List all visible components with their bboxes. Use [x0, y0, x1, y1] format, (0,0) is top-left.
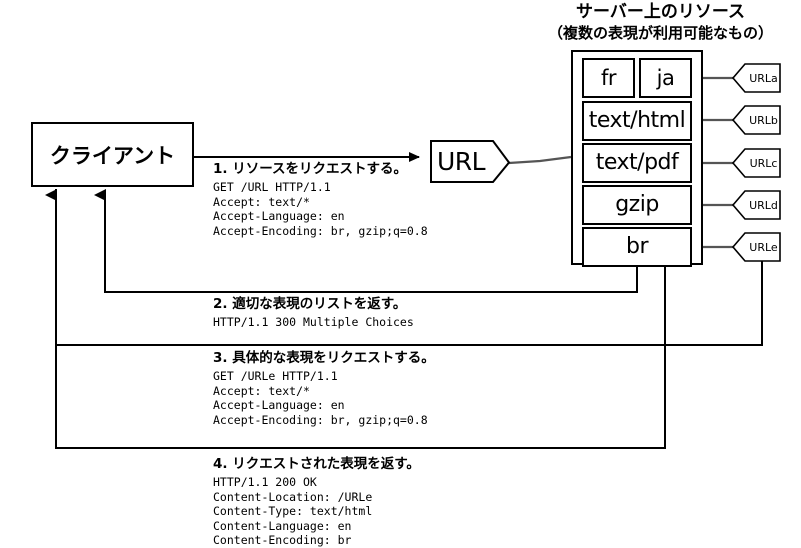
step-2-heading: 2. 適切な表現のリストを返す。	[213, 296, 407, 312]
resource-label: br	[625, 234, 649, 259]
url-node[interactable]: URL	[430, 140, 510, 183]
diagram-title-line2: （複数の表現が利用可能なもの）	[547, 24, 773, 42]
url-tag-urla[interactable]: URLa	[733, 64, 782, 92]
step-4-heading: 4. リクエストされた表現を返す。	[213, 456, 420, 472]
step-2-body: HTTP/1.1 300 Multiple Choices	[213, 315, 414, 329]
resource-label: text/pdf	[595, 150, 679, 175]
resource-box-fr[interactable]: fr	[582, 58, 635, 98]
url-tag-label: URLb	[749, 113, 778, 127]
resource-box-br[interactable]: br	[582, 227, 692, 267]
resource-label: text/html	[588, 108, 686, 133]
step-1-heading: 1. リソースをリクエストする。	[213, 161, 408, 177]
step-3-body: GET /URLe HTTP/1.1 Accept: text/* Accept…	[213, 369, 428, 427]
url-tag-urlc[interactable]: URLc	[733, 149, 782, 177]
resource-label: ja	[656, 65, 675, 90]
url-tag-urlb[interactable]: URLb	[733, 106, 782, 134]
step-1-annotation: 1. リソースをリクエストする。 GET /URL HTTP/1.1 Accep…	[213, 161, 428, 238]
url-tag-label: URLd	[749, 198, 778, 212]
resource-label: gzip	[615, 192, 659, 217]
client-node[interactable]: クライアント	[31, 122, 194, 187]
step-3-annotation: 3. 具体的な表現をリクエストする。 GET /URLe HTTP/1.1 Ac…	[213, 350, 435, 427]
resource-label: fr	[600, 65, 617, 90]
step-1-body: GET /URL HTTP/1.1 Accept: text/* Accept-…	[213, 180, 428, 238]
url-tag-label: URLc	[749, 156, 778, 170]
url-tag-label: URLe	[749, 240, 778, 254]
link-url-to-resources	[508, 155, 572, 165]
resource-box-text-pdf[interactable]: text/pdf	[582, 143, 692, 183]
diagram-title-line1: サーバー上のリソース	[576, 2, 745, 22]
step-2-annotation: 2. 適切な表現のリストを返す。 HTTP/1.1 300 Multiple C…	[213, 296, 414, 330]
client-label: クライアント	[49, 143, 176, 168]
step-4-body: HTTP/1.1 200 OK Content-Location: /URLe …	[213, 475, 373, 548]
resource-box-gzip[interactable]: gzip	[582, 185, 692, 225]
url-tag-urld[interactable]: URLd	[733, 191, 782, 219]
url-tag-label: URLa	[749, 71, 778, 85]
url-node-label: URL	[436, 147, 486, 176]
url-tag-urle[interactable]: URLe	[733, 233, 782, 261]
resource-box-text-html[interactable]: text/html	[582, 101, 692, 141]
step-4-annotation: 4. リクエストされた表現を返す。 HTTP/1.1 200 OK Conten…	[213, 456, 420, 548]
step-3-heading: 3. 具体的な表現をリクエストする。	[213, 350, 435, 366]
resource-box-ja[interactable]: ja	[639, 58, 692, 98]
